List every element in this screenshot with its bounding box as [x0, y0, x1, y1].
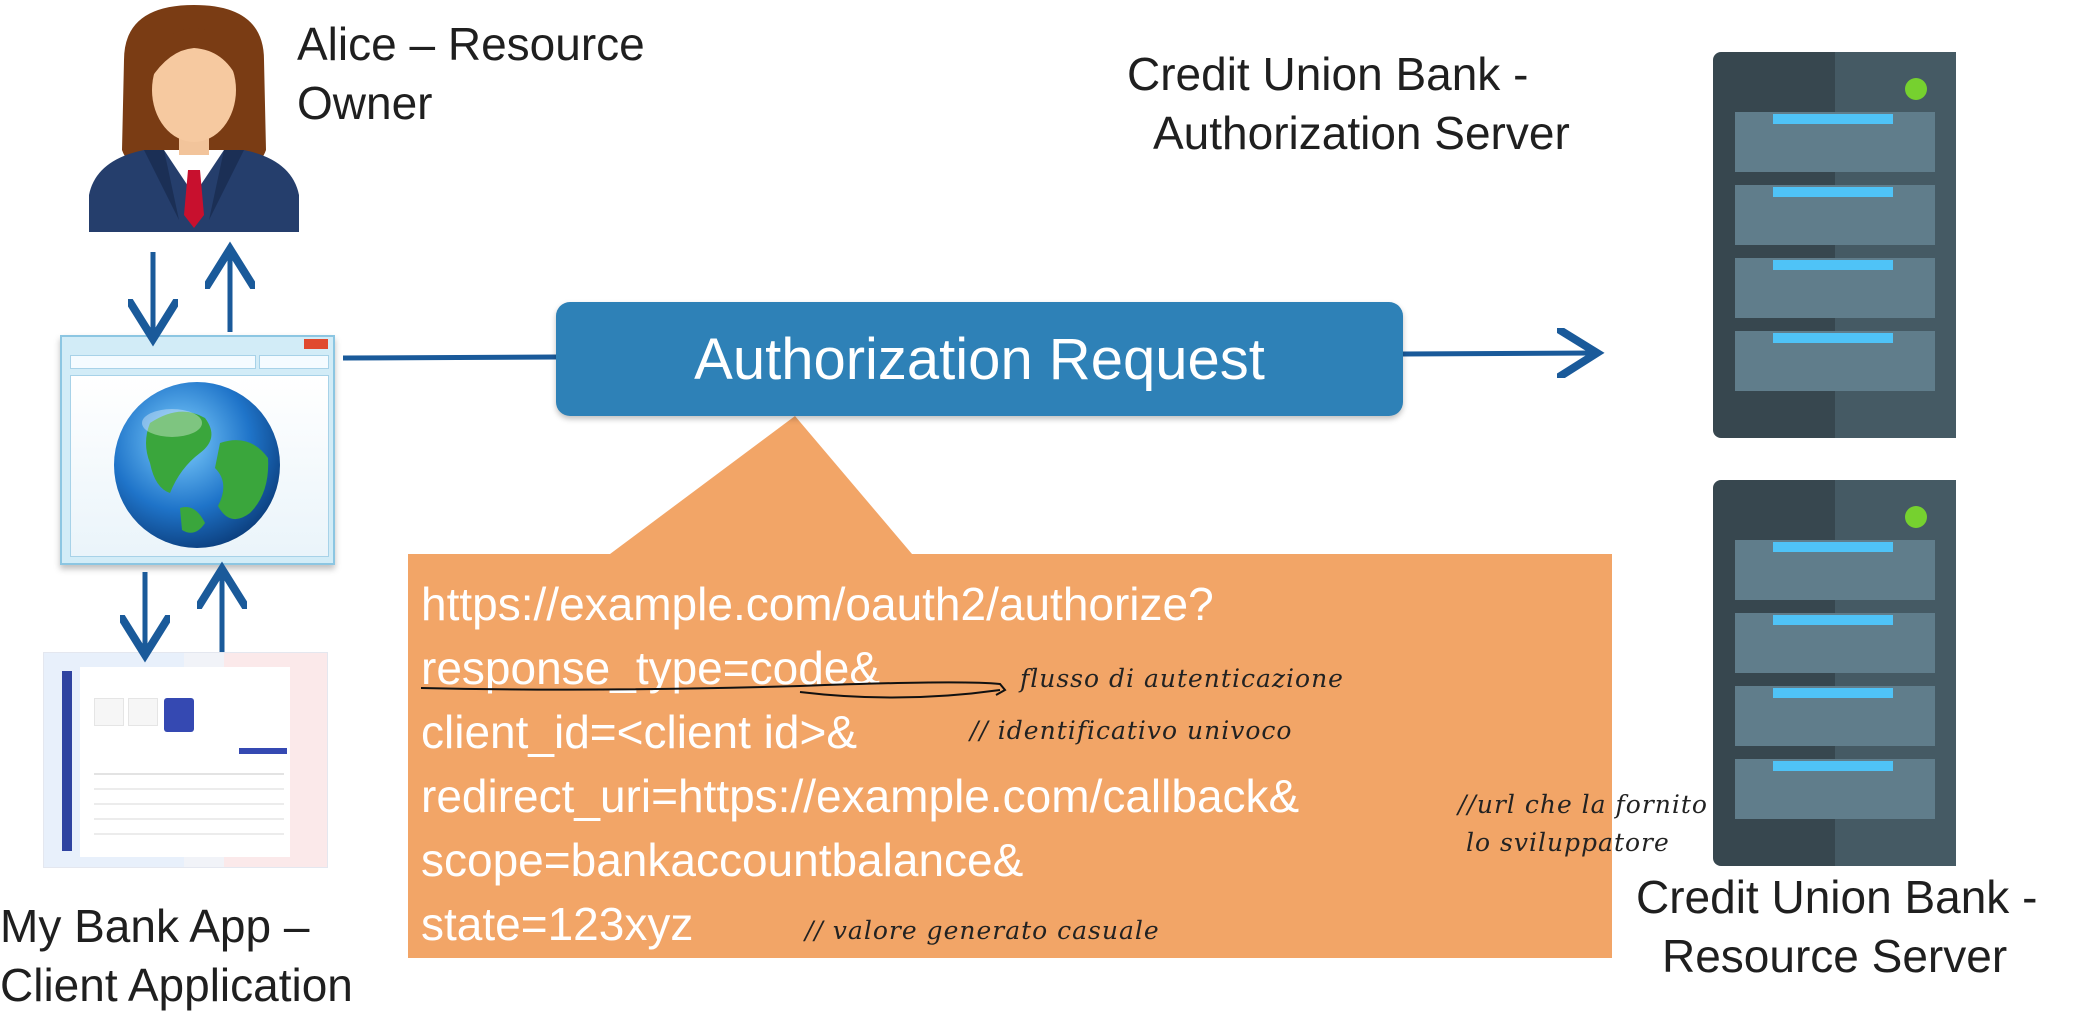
url-line-redirect-uri: redirect_uri=https://example.com/callbac…	[421, 770, 1300, 822]
note-redirect-line2: lo sviluppatore	[1466, 828, 1670, 857]
authorization-url-callout	[408, 554, 1612, 958]
auth-server-label-line1: Credit Union Bank -	[1127, 48, 1529, 100]
resource-server-label-line2: Resource Server	[1662, 930, 2008, 982]
authorization-request-title: Authorization Request	[694, 326, 1265, 392]
note-redirect-line1: //url che la fornito	[1458, 790, 1708, 819]
auth-server-label: Credit Union Bank - Authorization Server	[1125, 45, 1625, 163]
globe-icon	[114, 382, 280, 548]
resource-owner-label: Alice – Resource Owner	[297, 15, 645, 133]
url-line-scope: scope=bankaccountbalance&	[421, 834, 1024, 886]
client-app-screenshot	[43, 652, 328, 868]
note-client-id: // identificativo univoco	[970, 716, 1293, 745]
resource-server-label: Credit Union Bank - Resource Server	[1630, 868, 2079, 986]
url-line-state: state=123xyz	[421, 898, 694, 950]
auth-server-icon	[1713, 52, 1956, 438]
authorization-request-box: Authorization Request	[556, 302, 1403, 416]
callout-pointer	[610, 416, 912, 554]
client-app-label-line1: My Bank App –	[0, 900, 310, 952]
arrow-request-to-auth-server	[1402, 353, 1592, 354]
url-line-endpoint: https://example.com/oauth2/authorize?	[421, 578, 1214, 630]
resource-owner-label-line1: Alice – Resource	[297, 18, 645, 70]
resource-owner-label-line2: Owner	[297, 77, 433, 129]
auth-server-label-line2: Authorization Server	[1153, 107, 1570, 159]
resource-server-icon	[1713, 480, 1956, 866]
resource-server-label-line1: Credit Union Bank -	[1636, 871, 2038, 923]
resource-owner-avatar	[89, 5, 299, 232]
note-state: // valore generato casuale	[805, 916, 1160, 945]
note-response-type: flusso di autenticazione	[1020, 664, 1344, 693]
line-browser-to-request	[342, 354, 557, 361]
url-line-client-id: client_id=<client id>&	[421, 706, 858, 758]
